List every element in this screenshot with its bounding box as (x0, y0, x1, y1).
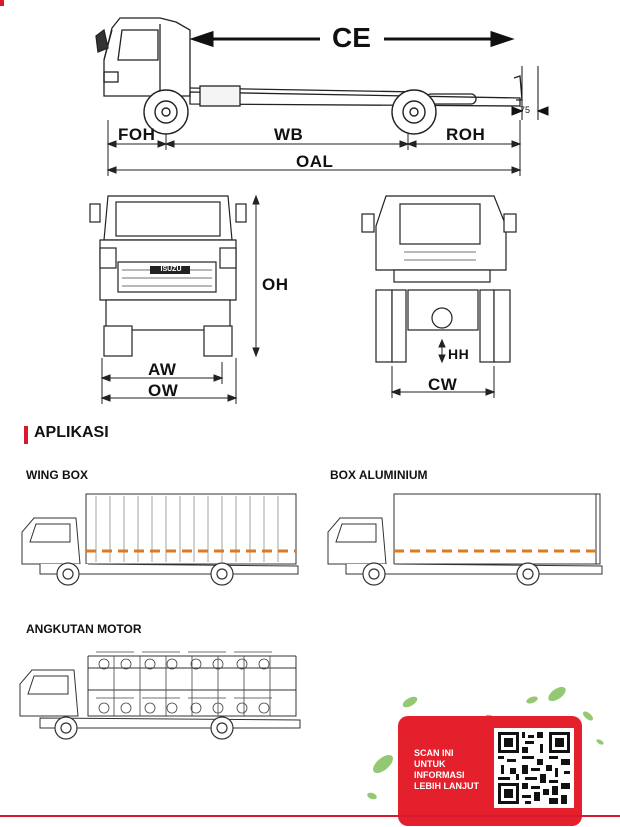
section-title: APLIKASI (34, 424, 109, 441)
truck-rear-view (361, 195, 517, 398)
roh-label: ROH (446, 125, 486, 144)
bottom-accent-line (0, 815, 620, 817)
qr-code[interactable] (494, 728, 574, 808)
app-label-wing-box: WING BOX (26, 468, 88, 482)
oal-label: OAL (296, 152, 334, 171)
wb-label: WB (274, 125, 304, 144)
qr-card[interactable]: SCAN INI UNTUK INFORMASI LEBIH LANJUT (398, 716, 582, 826)
qr-caption-line: INFORMASI (414, 770, 465, 780)
truck-badge: ISUZU (160, 266, 182, 273)
truck-front-view (89, 194, 260, 404)
app-label-box-aluminium: BOX ALUMINIUM (330, 468, 428, 482)
app-label-angkutan-motor: ANGKUTAN MOTOR (26, 622, 142, 636)
rear-overhang-small-value: 75 (520, 105, 531, 115)
qr-code-pattern (498, 732, 570, 804)
cw-label: CW (428, 375, 458, 394)
aw-label: AW (148, 360, 177, 379)
qr-caption-line: SCAN INI (414, 748, 454, 758)
qr-caption: SCAN INI UNTUK INFORMASI LEBIH LANJUT (414, 748, 494, 792)
corner-accent (0, 0, 4, 6)
hh-label: HH (448, 346, 470, 362)
qr-caption-line: UNTUK (414, 759, 446, 769)
chassis-side-view (95, 17, 549, 176)
ce-label: CE (332, 22, 371, 53)
oh-label: OH (262, 275, 289, 294)
qr-caption-line: LEBIH LANJUT (414, 781, 479, 791)
ow-label: OW (148, 381, 179, 400)
section-accent-bar (24, 426, 28, 444)
foh-label: FOH (118, 125, 156, 144)
